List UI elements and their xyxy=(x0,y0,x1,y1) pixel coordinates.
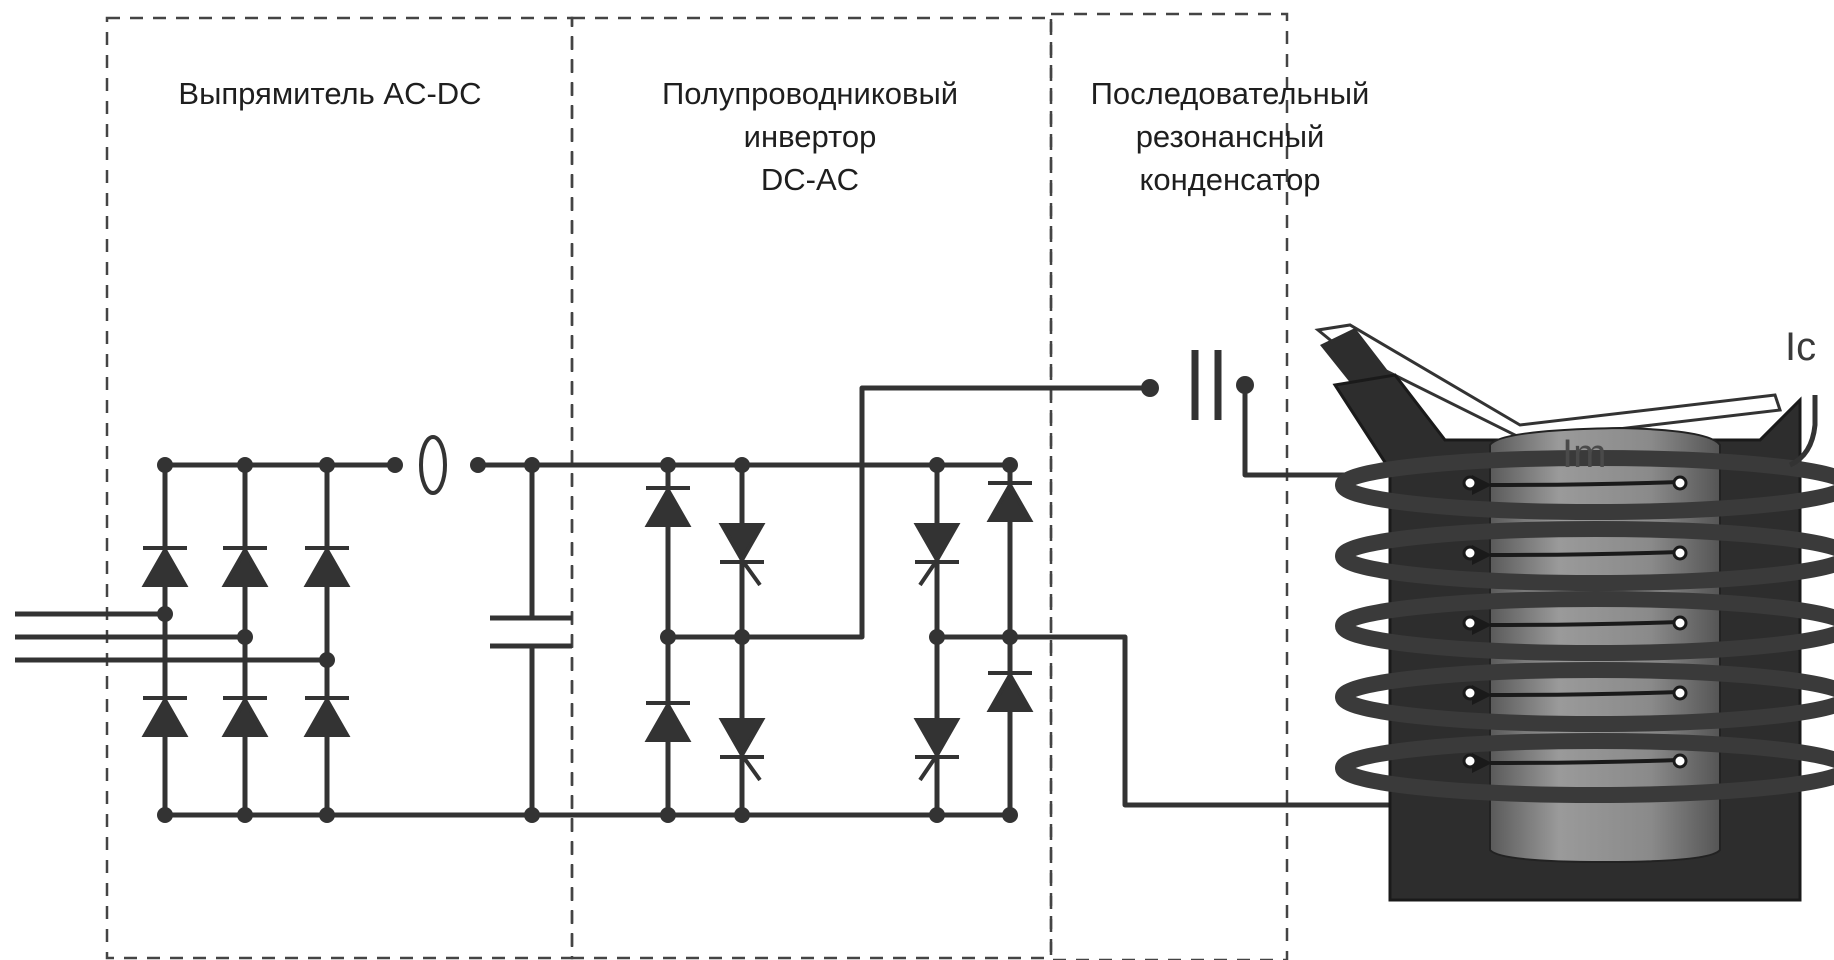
diode-icon xyxy=(221,695,269,737)
diode-icon xyxy=(644,485,692,527)
thyristor-icon xyxy=(913,523,961,587)
eddy-arrow-icon xyxy=(1471,615,1679,636)
junction-dots xyxy=(157,376,1254,823)
coil-lead xyxy=(1788,395,1818,468)
capacitor-label-line-3: конденсатор xyxy=(1139,162,1321,197)
rectifier-diodes xyxy=(141,545,351,737)
induction-coil xyxy=(1335,450,1834,803)
fuse-symbol xyxy=(419,435,447,495)
eddy-arrow-icon xyxy=(1471,475,1679,496)
eddy-arrow-icon xyxy=(1471,685,1679,706)
coil-current-label: Ic xyxy=(1785,325,1817,369)
wiring xyxy=(15,350,1390,818)
diode-icon xyxy=(986,480,1034,522)
diode-icon xyxy=(141,695,189,737)
block-outlines xyxy=(105,12,1289,960)
thyristor-icon xyxy=(718,523,766,587)
dc-link-capacitor xyxy=(490,465,572,815)
melt-current-label: Im xyxy=(1562,432,1607,476)
eddy-arrow-icon xyxy=(1471,545,1679,566)
inverter-label-line-3: DC-AC xyxy=(760,162,860,197)
capacitor-label-line-1: Последовательный xyxy=(1090,76,1370,111)
induction-furnace xyxy=(1314,323,1834,902)
rectifier-title: Выпрямитель AC-DC xyxy=(178,76,482,111)
capacitor-to-coil xyxy=(1242,385,1345,478)
capacitor-label: Последовательный резонансный конденсатор xyxy=(1060,72,1400,201)
rectifier-label: Выпрямитель AC-DC xyxy=(140,72,520,115)
diode-icon xyxy=(221,545,269,587)
rectifier-block-outline xyxy=(105,16,574,960)
capacitor-label-line-2: резонансный xyxy=(1135,119,1325,154)
inverter-switches xyxy=(644,480,1034,782)
diode-icon xyxy=(303,695,351,737)
thyristor-icon xyxy=(718,718,766,782)
diode-icon xyxy=(303,545,351,587)
inverter-label-line-1: Полупроводниковый xyxy=(661,76,959,111)
diode-icon xyxy=(986,670,1034,712)
thyristor-icon xyxy=(913,718,961,782)
inverter-label-line-2: инвертор xyxy=(743,119,877,154)
series-capacitor-plates xyxy=(1191,350,1222,420)
capacitor-block-outline xyxy=(1049,12,1289,960)
eddy-currents xyxy=(1471,475,1679,774)
diode-icon xyxy=(141,545,189,587)
inverter-label: Полупроводниковый инвертор DC-AC xyxy=(600,72,1020,201)
eddy-arrow-icon xyxy=(1471,753,1679,774)
diode-icon xyxy=(644,700,692,742)
eddy-terminals xyxy=(1462,475,1688,769)
output-to-capacitor xyxy=(742,385,1150,640)
return-to-coil xyxy=(1010,634,1390,808)
